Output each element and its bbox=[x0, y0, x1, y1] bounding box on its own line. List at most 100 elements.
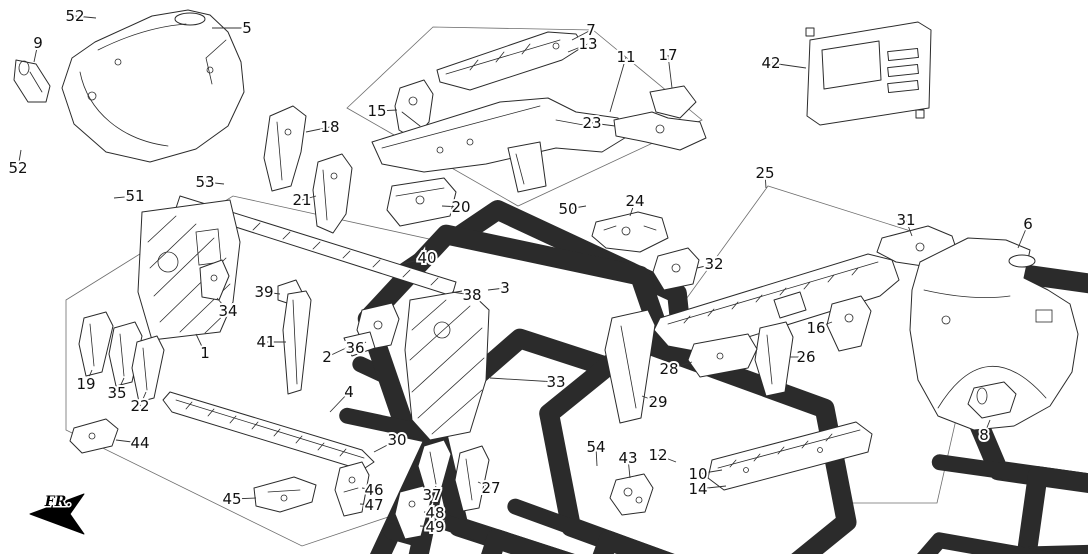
leader-line-3-7 bbox=[571, 29, 592, 41]
leader-line-54-49 bbox=[419, 525, 436, 528]
part-callout-53-48: 48 bbox=[425, 504, 444, 522]
part-callout-19-31: 31 bbox=[896, 211, 915, 229]
part-callout-52-27: 27 bbox=[481, 479, 500, 497]
part-callout-43-43: 43 bbox=[618, 449, 637, 467]
part-callout-25-39: 39 bbox=[254, 283, 273, 301]
leader-line-24-32 bbox=[696, 263, 715, 269]
part-43-art bbox=[609, 473, 654, 516]
leader-line-8-15 bbox=[376, 109, 398, 112]
leader-line-32-2 bbox=[326, 347, 347, 358]
leader-line-10-23 bbox=[591, 122, 616, 127]
part-25-rail-art bbox=[653, 253, 900, 353]
leader-line-49-46 bbox=[361, 487, 375, 491]
part-callout-34-19: 19 bbox=[76, 375, 95, 393]
part-callout-44-12: 12 bbox=[648, 446, 667, 464]
leader-line-18-25 bbox=[764, 172, 767, 189]
part-callout-40-44: 44 bbox=[130, 434, 149, 452]
part-46-47-art bbox=[334, 461, 370, 517]
part-callout-48-45: 45 bbox=[222, 490, 241, 508]
part-callout-45-10: 10 bbox=[688, 465, 707, 483]
part-45-art bbox=[253, 476, 317, 513]
part-9-art bbox=[13, 59, 51, 103]
part-20-art bbox=[386, 177, 457, 227]
leader-line-40-44 bbox=[115, 439, 141, 444]
part-8-art bbox=[967, 381, 1017, 419]
part-callout-2-9: 9 bbox=[33, 34, 43, 52]
part-27-art bbox=[454, 445, 490, 512]
part-callout-31-36: 36 bbox=[345, 339, 364, 357]
part-callout-49-46: 46 bbox=[364, 481, 383, 499]
part-callout-42-54: 54 bbox=[586, 438, 605, 456]
part-callout-14-21: 21 bbox=[292, 191, 311, 209]
part-callout-12-51: 51 bbox=[125, 187, 144, 205]
leader-line-4-13 bbox=[567, 43, 589, 53]
leader-line-47-8 bbox=[983, 419, 991, 436]
part-1-bulkhead-art bbox=[137, 199, 241, 341]
leader-line-20-6 bbox=[1017, 223, 1029, 249]
leader-line-50-47 bbox=[359, 503, 375, 506]
leader-line-44-12 bbox=[657, 454, 677, 463]
leader-line-29-1 bbox=[195, 333, 206, 354]
leader-line-16-50 bbox=[567, 205, 587, 210]
part-37-art bbox=[417, 439, 452, 494]
leader-line-53-48 bbox=[423, 511, 436, 514]
part-callout-33-28: 28 bbox=[659, 360, 678, 378]
part-callout-30-41: 41 bbox=[256, 333, 275, 351]
leader-line-9-18 bbox=[305, 126, 331, 133]
leader-line-41-30 bbox=[373, 439, 398, 453]
leader-line-26-34 bbox=[216, 297, 229, 312]
part-28-art bbox=[687, 333, 758, 378]
part-4-30-crossmember-art bbox=[162, 391, 375, 471]
part-5-art bbox=[61, 9, 245, 163]
leader-line-13-53 bbox=[204, 181, 225, 185]
part-callout-37-4: 4 bbox=[344, 383, 354, 401]
part-callout-21-40: 40 bbox=[417, 249, 436, 267]
part-44-art bbox=[69, 418, 119, 454]
part-callout-16-50: 50 bbox=[558, 200, 577, 218]
part-callout-20-6: 6 bbox=[1023, 215, 1033, 233]
part-6-wheelhouse-art bbox=[909, 237, 1079, 431]
part-callout-28-26: 26 bbox=[796, 348, 815, 366]
part-callout-4-13: 13 bbox=[578, 35, 597, 53]
part-callout-7-42: 42 bbox=[761, 54, 780, 72]
part-callout-39-29: 29 bbox=[648, 393, 667, 411]
leader-line-25-39 bbox=[263, 291, 281, 295]
leader-line-35-35 bbox=[116, 377, 125, 394]
part-callout-51-37: 37 bbox=[422, 486, 441, 504]
part-24-art bbox=[591, 211, 669, 253]
part-7-13-art bbox=[436, 31, 585, 91]
leader-line-38-33 bbox=[489, 377, 557, 383]
leader-line-36-22 bbox=[139, 391, 147, 407]
part-callout-18-25: 25 bbox=[755, 164, 774, 182]
leader-line-17-24 bbox=[629, 200, 636, 217]
part-callout-46-14: 14 bbox=[688, 480, 707, 498]
leader-line-14-21 bbox=[301, 195, 317, 201]
part-33-panel-art bbox=[404, 289, 490, 441]
part-callout-1-5: 5 bbox=[242, 19, 252, 37]
part-32-art bbox=[652, 247, 700, 291]
leader-line-27-16 bbox=[815, 321, 833, 329]
leader-line-31-36 bbox=[354, 341, 367, 349]
part-34-art bbox=[199, 259, 230, 301]
part-callout-24-32: 32 bbox=[704, 255, 723, 273]
part-42-art bbox=[805, 21, 932, 126]
part-callout-17-24: 24 bbox=[625, 192, 644, 210]
leader-line-46-14 bbox=[697, 485, 727, 490]
part-callout-32-2: 2 bbox=[322, 348, 332, 366]
leader-line-21-40 bbox=[401, 257, 428, 265]
fr-label: FR. bbox=[44, 494, 71, 510]
part-callout-29-1: 1 bbox=[200, 344, 210, 362]
part-11-art bbox=[371, 97, 629, 193]
fr-direction-indicator: FR. bbox=[29, 493, 85, 535]
leader-line-22-38 bbox=[451, 291, 473, 296]
leader-line-5-11 bbox=[609, 56, 627, 113]
part-callout-36-22: 22 bbox=[130, 397, 149, 415]
leader-line-11-52 bbox=[17, 149, 22, 169]
part-callout-6-17: 17 bbox=[658, 46, 677, 64]
part-callout-35-35: 35 bbox=[107, 384, 126, 402]
assembly-boundary-front-rail bbox=[346, 26, 703, 207]
part-callout-27-16: 16 bbox=[806, 319, 825, 337]
leader-line-33-28 bbox=[668, 361, 693, 370]
